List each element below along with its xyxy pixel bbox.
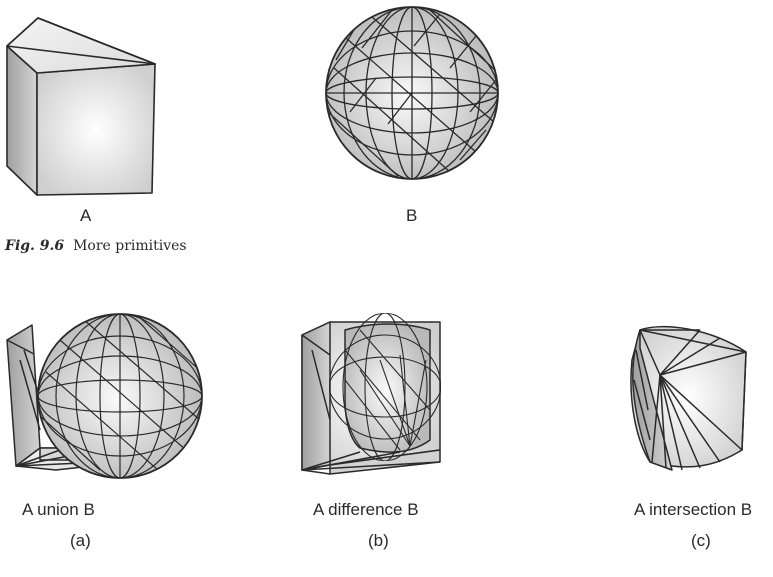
primitive-a-label: A — [80, 206, 91, 226]
primitive-b-label: B — [406, 206, 417, 226]
union-solid — [7, 314, 202, 478]
figure-caption: Fig. 9.6 More primitives — [5, 238, 187, 254]
caption-text: More primitives — [73, 238, 187, 254]
intersection-label: A intersection B — [634, 500, 752, 520]
caption-number: Fig. 9.6 — [5, 238, 64, 254]
difference-label: A difference B — [313, 500, 419, 520]
difference-tag: (b) — [368, 531, 389, 551]
intersection-tag: (c) — [691, 531, 711, 551]
sphere-b — [326, 7, 498, 179]
intersection-solid — [631, 327, 746, 470]
union-tag: (a) — [70, 531, 91, 551]
union-label: A union B — [22, 500, 95, 520]
difference-solid — [302, 313, 441, 474]
cube-a — [7, 18, 155, 195]
